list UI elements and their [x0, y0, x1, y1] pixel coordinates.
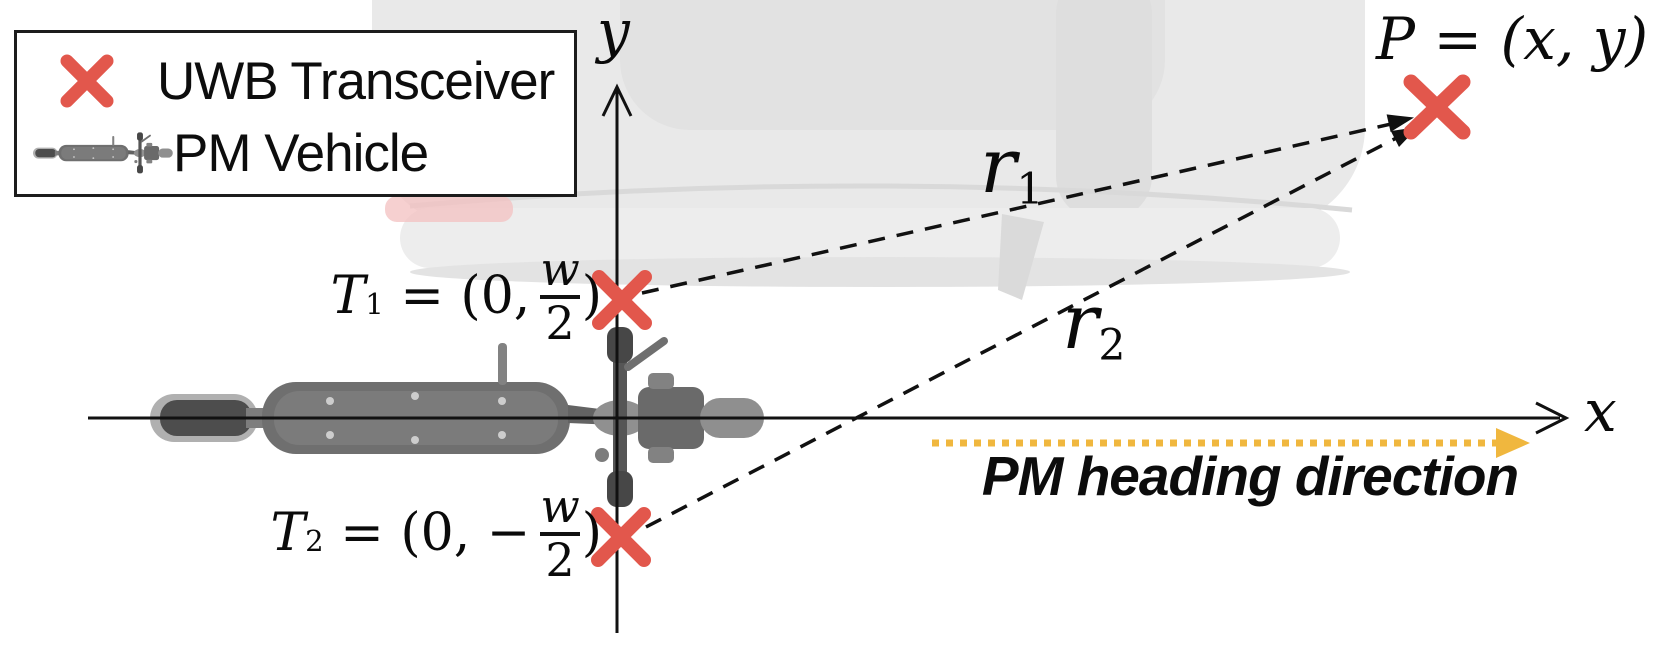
y-axis-label: y [597, 0, 630, 65]
point-p-label: P = (x, y) [1376, 5, 1649, 73]
p-marker-icon [1403, 74, 1471, 140]
t1-symbol: T [330, 266, 366, 326]
t2-symbol: T [270, 503, 306, 563]
t1-marker-icon [592, 270, 652, 330]
x-axis-label: x [1584, 377, 1617, 445]
uwb-x-marker-icon [17, 53, 157, 109]
fraction-bar [540, 532, 580, 536]
heading-arrow [932, 428, 1530, 458]
heading-direction-label: PM heading direction [981, 445, 1519, 507]
legend-label: PM Vehicle [173, 123, 429, 183]
legend-item-uwb: UWB Transceiver [17, 45, 574, 117]
x-axis [88, 401, 1570, 435]
t2-marker-icon [591, 507, 651, 567]
legend-label: UWB Transceiver [157, 51, 555, 111]
y-axis-arrow-icon [601, 83, 633, 117]
legend-box: UWB Transceiver PM Vehicle [14, 30, 577, 197]
heading-arrowhead-icon [1496, 428, 1530, 458]
fraction-bar [540, 295, 580, 299]
r1-arrowhead-icon [1386, 114, 1414, 132]
r2-label: r2 [1062, 277, 1126, 371]
r1-line [641, 114, 1414, 295]
pm-scooter-icon [17, 131, 173, 175]
legend-item-pm: PM Vehicle [17, 117, 574, 189]
r1-label: r1 [980, 121, 1044, 215]
x-axis-arrow-icon [1535, 401, 1570, 435]
